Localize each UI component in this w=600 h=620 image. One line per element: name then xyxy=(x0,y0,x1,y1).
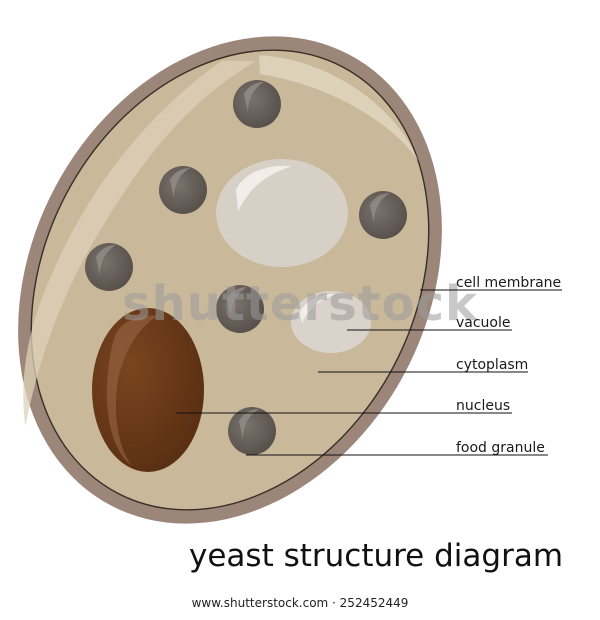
label-cytoplasm: cytoplasm xyxy=(456,357,528,373)
food-granule-3 xyxy=(359,191,407,239)
label-cell-membrane: cell membrane xyxy=(456,275,561,291)
label-vacuole: vacuole xyxy=(456,315,511,331)
food-granule-5 xyxy=(216,285,264,333)
source-url: www.shutterstock.com · 252452449 xyxy=(192,596,409,610)
label-food-granule: food granule xyxy=(456,440,545,456)
food-granule-2 xyxy=(159,166,207,214)
vacuole-large xyxy=(216,159,348,267)
cell-highlight-top xyxy=(258,55,419,161)
cell-highlight xyxy=(23,60,256,427)
food-granule-4 xyxy=(85,243,133,291)
nucleus xyxy=(92,308,204,472)
food-granule-1 xyxy=(233,80,281,128)
vacuole-small xyxy=(291,291,371,353)
food-granule-6 xyxy=(228,407,276,455)
diagram-title: yeast structure diagram xyxy=(189,538,563,574)
watermark: shutterstock xyxy=(122,276,478,332)
label-nucleus: nucleus xyxy=(456,398,510,414)
